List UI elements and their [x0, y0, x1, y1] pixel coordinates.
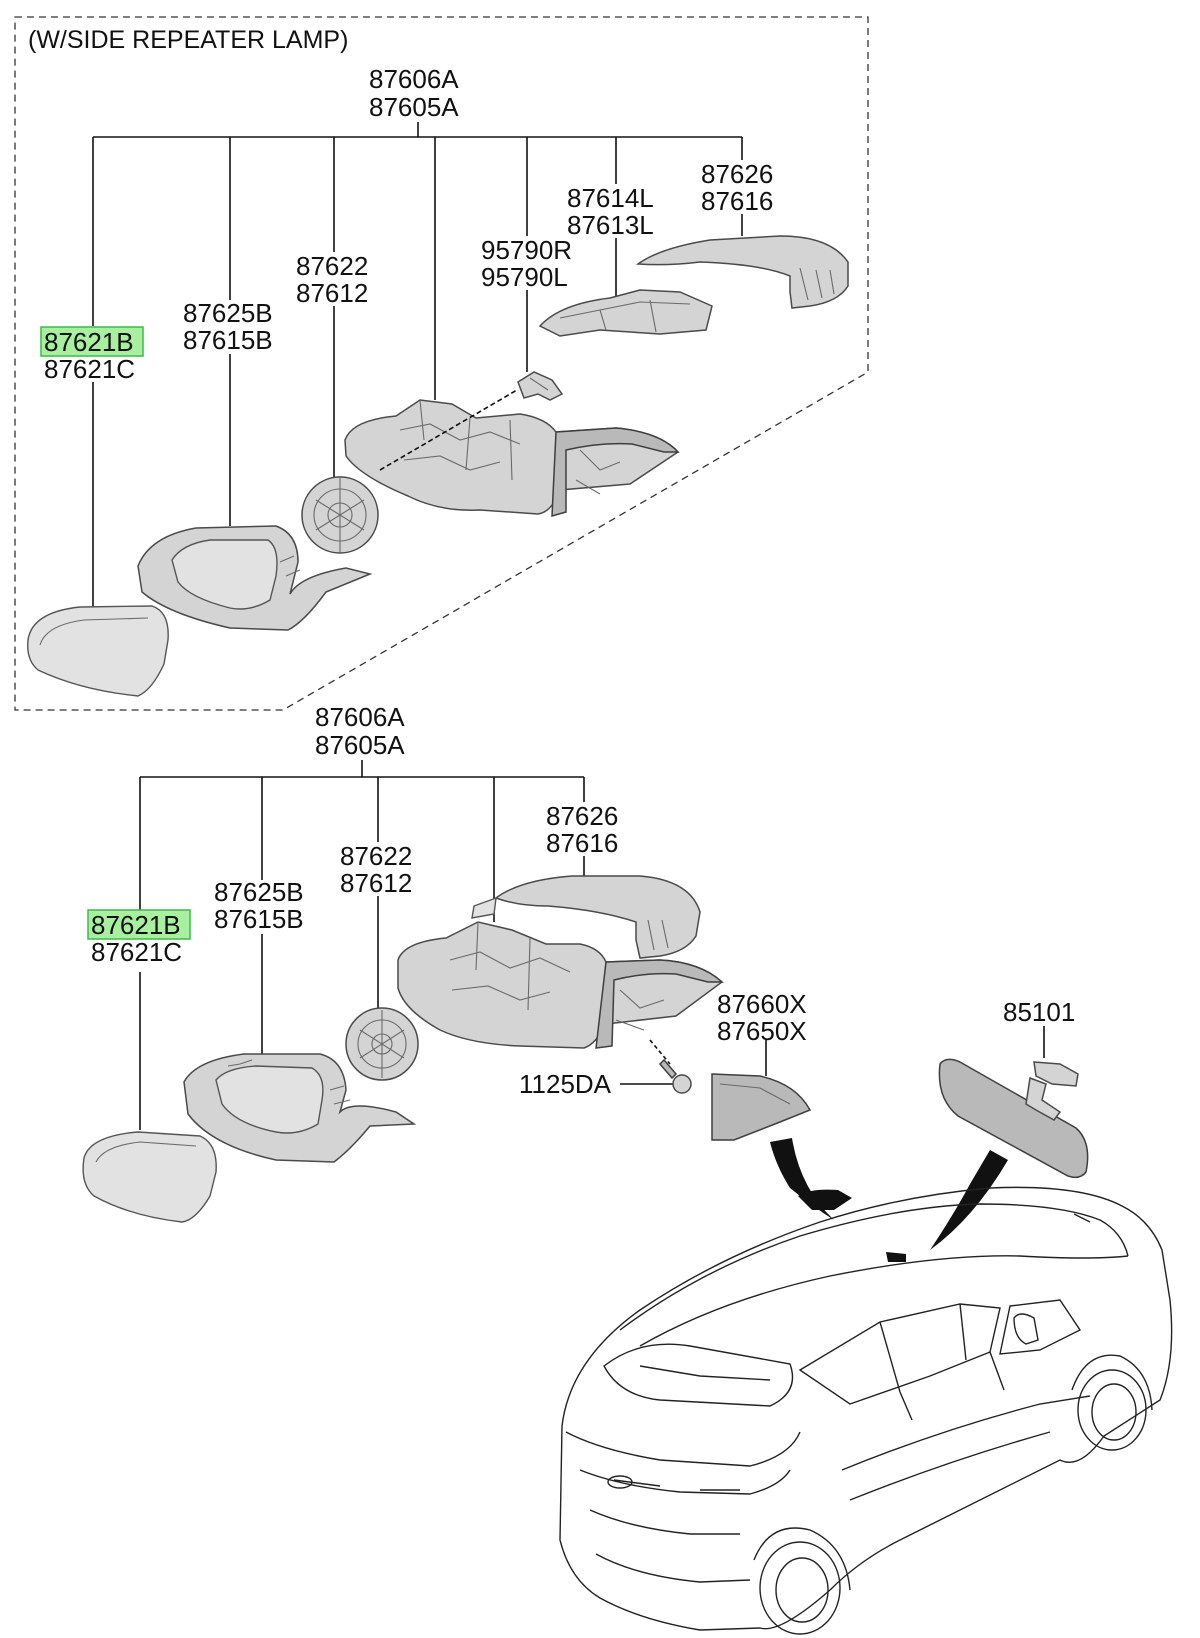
top-lens-label-1: 87614L	[567, 183, 654, 213]
bottom-holder-label-1: 87625B	[214, 877, 304, 907]
bottom-assembly-label-2: 87605A	[315, 730, 405, 760]
inside-rearview-mirror	[938, 1058, 1089, 1179]
bottom-holder-label-2: 87615B	[214, 904, 304, 934]
bottom-mirror-housing	[397, 921, 724, 1065]
bottom-leader-lines	[139, 760, 1045, 1130]
top-holder-label-1: 87625B	[183, 298, 273, 328]
top-holder-label-2: 87615B	[183, 325, 273, 355]
bottom-cover-label-1: 87626	[546, 801, 618, 831]
bottom-glass-label-1: 87621B	[91, 910, 181, 940]
bottom-glass-highlight	[87, 909, 191, 940]
bottom-glass-label-2: 87621C	[91, 937, 182, 967]
bottom-actuator-label-1: 87622	[340, 841, 412, 871]
top-actuator-label-2: 87612	[296, 278, 368, 308]
top-repeater-label-1: 95790R	[481, 235, 572, 265]
top-glass-label-2: 87621C	[44, 354, 135, 384]
top-actuator-label-1: 87622	[296, 251, 368, 281]
bottom-mirror-holder	[183, 1053, 417, 1163]
bottom-mirror-glass	[82, 1131, 217, 1223]
top-cover-label-1: 87626	[701, 159, 773, 189]
top-mirror-holder	[137, 525, 373, 631]
section-title: (W/SIDE REPEATER LAMP)	[28, 26, 348, 54]
bottom-mirror-cover	[471, 875, 701, 959]
top-assembly-label-1: 87606A	[369, 64, 459, 94]
bottom-screw-label: 1125DA	[519, 1069, 612, 1099]
location-pointers	[770, 1138, 1008, 1250]
top-leader-lines	[92, 122, 743, 612]
bottom-actuator-label-2: 87612	[340, 868, 412, 898]
top-lamp-lens	[538, 289, 713, 337]
bottom-garnish-label-2: 87650X	[717, 1016, 807, 1046]
top-actuator	[301, 476, 379, 554]
top-mirror-housing	[344, 389, 680, 518]
top-cover-label-2: 87616	[701, 186, 773, 216]
repeater-section-border	[14, 16, 869, 711]
vehicle-illustration	[559, 1186, 1173, 1635]
top-mirror-cover	[635, 235, 849, 309]
top-glass-label-1: 87621B	[44, 327, 134, 357]
inside-mirror-label: 85101	[1003, 997, 1075, 1027]
bottom-actuator	[345, 1007, 419, 1081]
top-repeater-lamp	[517, 371, 564, 401]
bottom-assembly-label-1: 87606A	[315, 702, 405, 732]
bottom-mirror-garnish	[711, 1073, 812, 1141]
bottom-cover-label-2: 87616	[546, 828, 618, 858]
top-glass-highlight	[40, 326, 144, 357]
bottom-garnish-label-1: 87660X	[717, 989, 807, 1019]
top-repeater-label-2: 95790L	[481, 262, 568, 292]
top-mirror-glass	[27, 605, 169, 697]
bottom-screw	[658, 1058, 692, 1094]
top-assembly-label-2: 87605A	[369, 92, 459, 122]
top-lens-label-2: 87613L	[567, 210, 654, 240]
